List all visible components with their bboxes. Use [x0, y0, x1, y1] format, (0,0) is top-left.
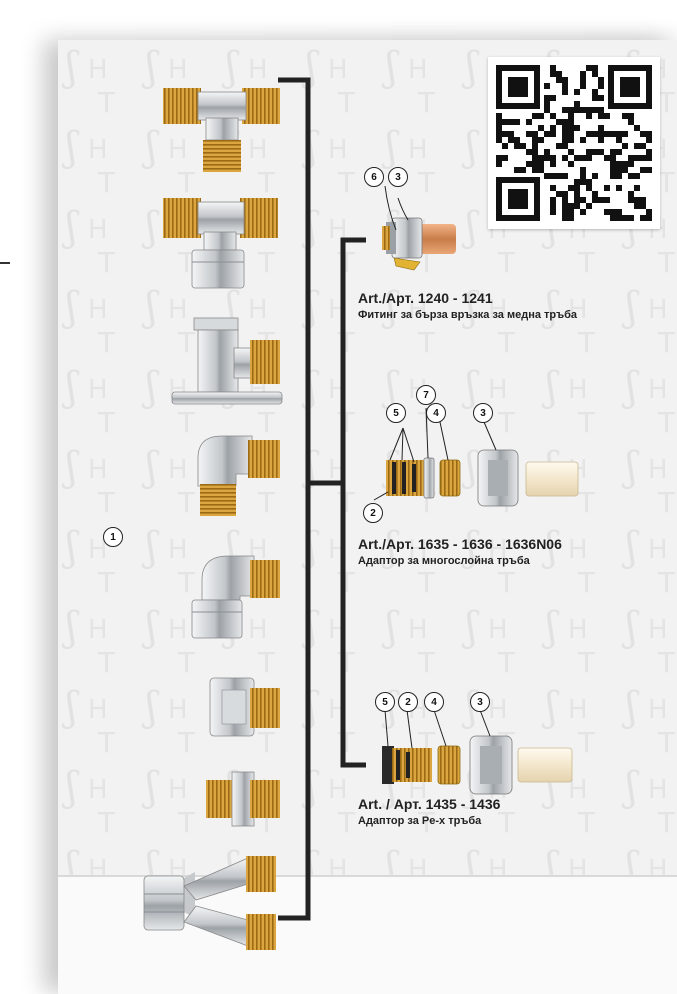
- pex-pipe-adapter: [382, 709, 573, 795]
- article-title-multilayer: Art./Арт. 1635 - 1636 - 1636N06: [358, 536, 562, 552]
- badge-part-3: 3: [388, 167, 408, 187]
- badge-part-4: 4: [424, 692, 444, 712]
- badge-part-3: 3: [473, 403, 493, 423]
- description-pex: Адаптор за Pe-x тръба: [358, 815, 482, 827]
- elbow-fitting-female: [191, 555, 280, 639]
- qr-code[interactable]: [488, 57, 660, 229]
- tee-fitting-female: [163, 198, 278, 289]
- main-bracket: [278, 77, 366, 921]
- article-title-pex: Art. / Арт. 1435 - 1436: [358, 796, 501, 812]
- reducer-fitting: [209, 677, 280, 737]
- wall-plate-elbow: [171, 317, 283, 405]
- badge-item-1: 1: [103, 527, 123, 547]
- badge-part-2: 2: [398, 692, 418, 712]
- badge-part-3: 3: [470, 692, 490, 712]
- elbow-fitting-female-male: [197, 435, 280, 516]
- y-splitter-fitting: [143, 856, 276, 950]
- description-copper: Фитинг за бърза връзка за медна тръба: [358, 309, 578, 321]
- badge-part-2: 2: [363, 503, 383, 523]
- badge-part-5: 5: [375, 692, 395, 712]
- qr-code-image: [488, 57, 660, 229]
- badge-part-7: 7: [416, 385, 436, 405]
- copper-quick-fitting: [382, 185, 456, 271]
- article-title-copper: Art./Арт. 1240 - 1241: [358, 290, 493, 306]
- description-multilayer: Адаптор за многослойна тръба: [358, 555, 530, 567]
- badge-part-5: 5: [386, 403, 406, 423]
- hex-nipple-fitting: [206, 771, 280, 827]
- badge-part-6: 6: [364, 167, 384, 187]
- badge-part-4: 4: [426, 403, 446, 423]
- tee-fitting-male: [163, 88, 280, 172]
- multilayer-pipe-adapter: [373, 407, 579, 507]
- edge-tick: [0, 262, 10, 264]
